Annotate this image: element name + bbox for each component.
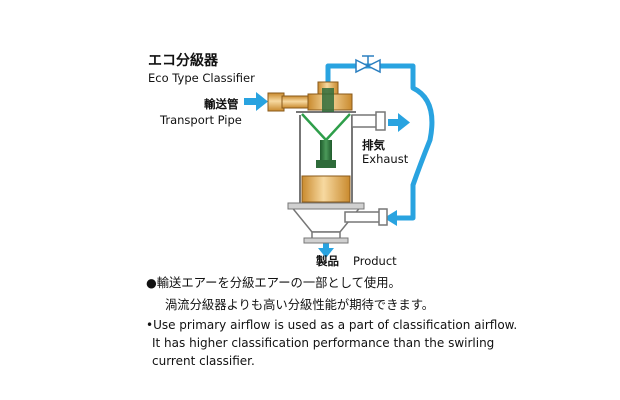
- transport-pipe-label-en: Transport Pipe: [160, 113, 242, 127]
- classifier-drum: [301, 175, 351, 203]
- product-label-en: Product: [353, 254, 397, 268]
- classifier-head: [307, 81, 353, 112]
- transport-pipe: [267, 92, 313, 112]
- diagram-title: エコ分級器: [148, 53, 218, 69]
- recirculation-line: [325, 63, 435, 221]
- classifier-vessel: [287, 111, 388, 244]
- description-ja-line2: 渦流分級器よりも高い分級性能が期待できます。: [165, 298, 435, 312]
- exhaust-label-en: Exhaust: [362, 152, 409, 166]
- return-arrow-head: [384, 210, 397, 226]
- exhaust-label-ja: 排気: [362, 138, 385, 152]
- description-en-line2: It has higher classification performance…: [152, 336, 495, 350]
- inlet-arrow: [244, 92, 268, 111]
- description-ja-line1: ●輸送エアーを分級エアーの一部として使用。: [146, 276, 401, 290]
- description-en-line3: current classifier.: [152, 354, 255, 368]
- classifier-rotor: [301, 113, 351, 168]
- transport-pipe-label-ja: 輸送管: [204, 97, 239, 111]
- valve-icon: [355, 55, 381, 74]
- product-arrow: [318, 242, 334, 258]
- diagram-subtitle: Eco Type Classifier: [148, 71, 255, 85]
- exhaust-arrow: [388, 113, 410, 132]
- product-label-ja: 製品: [316, 254, 339, 268]
- description-en-line1: •Use primary airflow is used as a part o…: [146, 318, 518, 332]
